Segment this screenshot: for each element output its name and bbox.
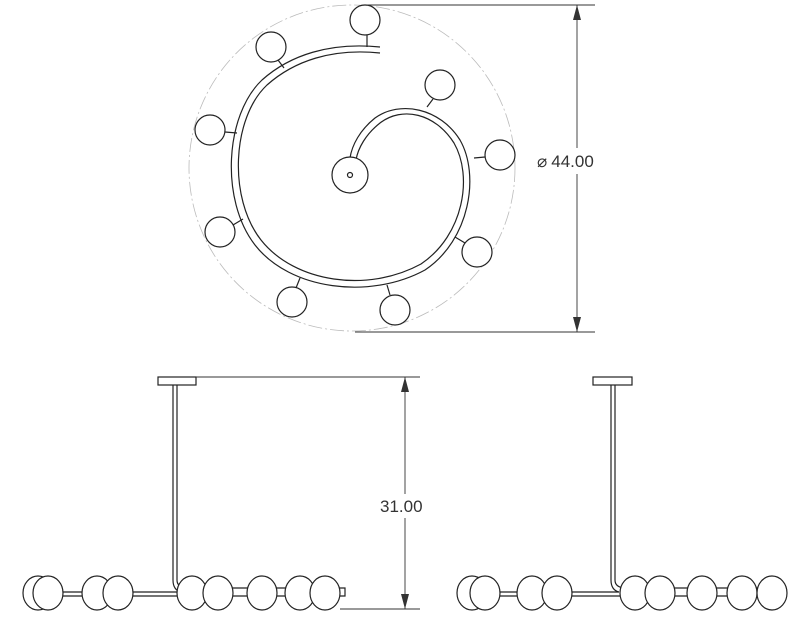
- front-view: 31.00: [22, 376, 432, 611]
- front-globes: [22, 575, 341, 611]
- globe: [349, 4, 381, 36]
- canopy: [157, 376, 197, 386]
- top-view: ⌀44.00: [188, 4, 610, 333]
- globe: [461, 236, 493, 268]
- outer-diameter-outline: [188, 4, 516, 332]
- globe: [379, 294, 411, 326]
- globe: [204, 216, 236, 248]
- globe: [255, 31, 287, 63]
- globe: [424, 69, 456, 101]
- top-globes: [194, 4, 516, 326]
- diameter-symbol: ⌀: [537, 152, 547, 171]
- height-value: 31.00: [380, 497, 423, 516]
- canopy: [592, 376, 633, 386]
- diameter-dimension: ⌀44.00: [355, 4, 610, 333]
- spiral-arm: [230, 45, 471, 288]
- globe: [194, 114, 226, 146]
- globe: [276, 286, 308, 318]
- side-globes: [456, 575, 788, 611]
- side-view: [456, 376, 788, 611]
- svg-text:⌀44.00: ⌀44.00: [537, 152, 594, 171]
- height-dimension: 31.00: [196, 376, 432, 610]
- canopy-center-hole: [346, 171, 354, 179]
- globe: [484, 139, 516, 171]
- diameter-value: 44.00: [551, 152, 594, 171]
